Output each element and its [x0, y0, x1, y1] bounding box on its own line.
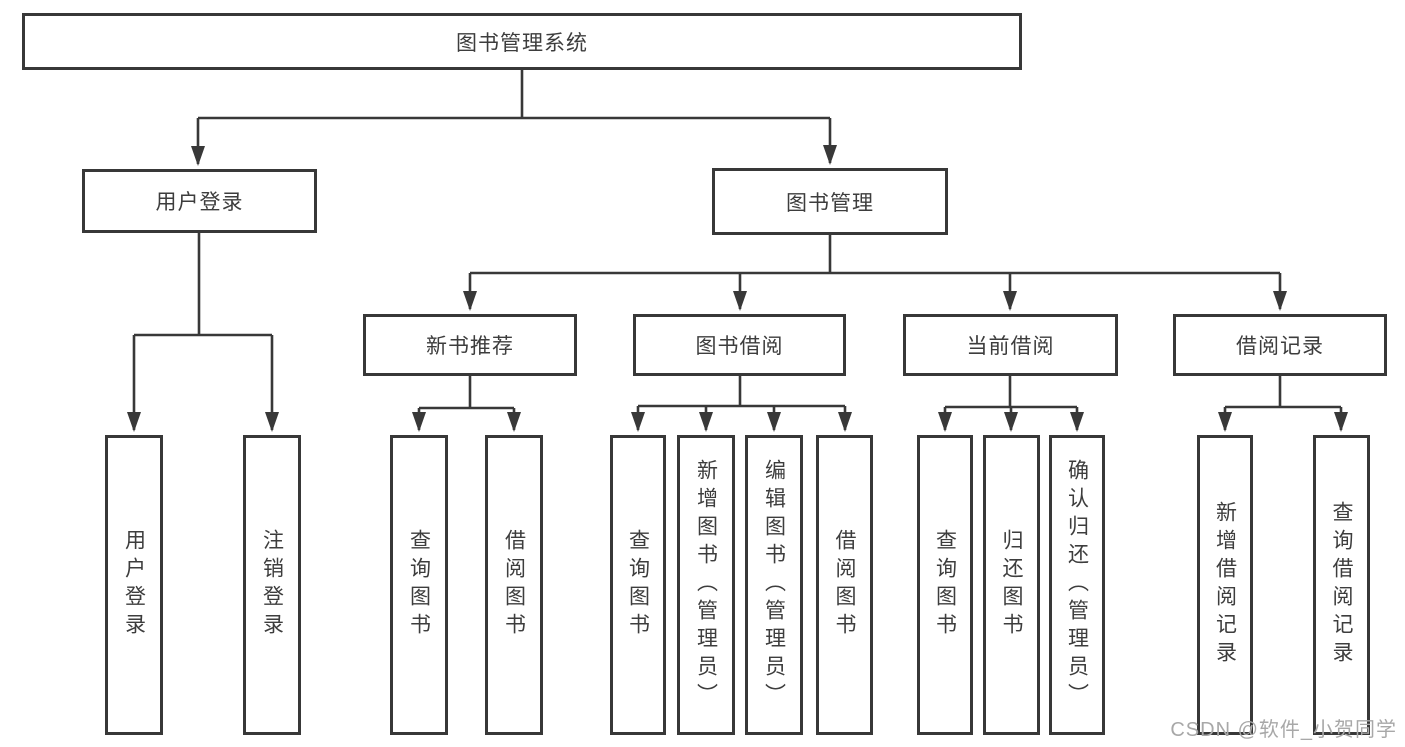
leaf-borrow-query-books: 查询图书 — [610, 435, 666, 735]
node-book-borrow-label: 图书借阅 — [695, 335, 784, 358]
node-book-management-branch-label: 图书管理 — [786, 191, 874, 215]
node-new-book-recommend-label: 新书推荐 — [426, 335, 514, 358]
node-borrow-record: 借阅记录 — [1173, 314, 1387, 376]
node-new-book-recommend: 新书推荐 — [363, 314, 577, 376]
leaf-recommend-query-books-label: 查询图书 — [407, 529, 431, 641]
node-user-login-branch: 用户登录 — [82, 169, 317, 233]
node-borrow-record-label: 借阅记录 — [1236, 335, 1324, 358]
leaf-borrow-books: 借阅图书 — [816, 435, 873, 735]
node-root-system: 图书管理系统 — [22, 13, 1022, 70]
node-current-borrow: 当前借阅 — [903, 314, 1118, 376]
leaf-add-borrow-record-label: 新增借阅记录 — [1213, 501, 1237, 669]
leaf-user-login-label: 用户登录 — [122, 529, 146, 641]
leaf-confirm-return-admin: 确认归还（管理员） — [1049, 435, 1105, 735]
leaf-edit-books-admin-label: 编辑图书（管理员） — [762, 459, 786, 711]
leaf-add-books-admin-label: 新增图书（管理员） — [694, 459, 718, 711]
leaf-recommend-borrow-books: 借阅图书 — [485, 435, 543, 735]
leaf-logout-label: 注销登录 — [260, 529, 284, 641]
node-root-system-label: 图书管理系统 — [456, 31, 588, 55]
leaf-return-books: 归还图书 — [983, 435, 1040, 735]
leaf-borrow-query-books-label: 查询图书 — [626, 529, 650, 641]
leaf-recommend-borrow-books-label: 借阅图书 — [502, 529, 526, 641]
leaf-confirm-return-admin-label: 确认归还（管理员） — [1065, 459, 1089, 711]
leaf-current-query-books: 查询图书 — [917, 435, 973, 735]
csdn-watermark: CSDN @软件_小贺同学 — [1170, 719, 1397, 741]
leaf-logout: 注销登录 — [243, 435, 301, 735]
leaf-query-borrow-record: 查询借阅记录 — [1313, 435, 1370, 735]
node-user-login-branch-label: 用户登录 — [155, 191, 244, 214]
leaf-current-query-books-label: 查询图书 — [933, 529, 957, 641]
leaf-query-borrow-record-label: 查询借阅记录 — [1330, 501, 1353, 669]
leaf-recommend-query-books: 查询图书 — [390, 435, 448, 735]
leaf-edit-books-admin: 编辑图书（管理员） — [745, 435, 803, 735]
leaf-return-books-label: 归还图书 — [1000, 529, 1023, 641]
node-current-borrow-label: 当前借阅 — [966, 335, 1055, 358]
node-book-borrow: 图书借阅 — [633, 314, 846, 376]
leaf-add-books-admin: 新增图书（管理员） — [677, 435, 735, 735]
node-book-management-branch: 图书管理 — [712, 168, 948, 235]
leaf-user-login: 用户登录 — [105, 435, 163, 735]
leaf-add-borrow-record: 新增借阅记录 — [1197, 435, 1253, 735]
leaf-borrow-books-label: 借阅图书 — [833, 529, 856, 641]
